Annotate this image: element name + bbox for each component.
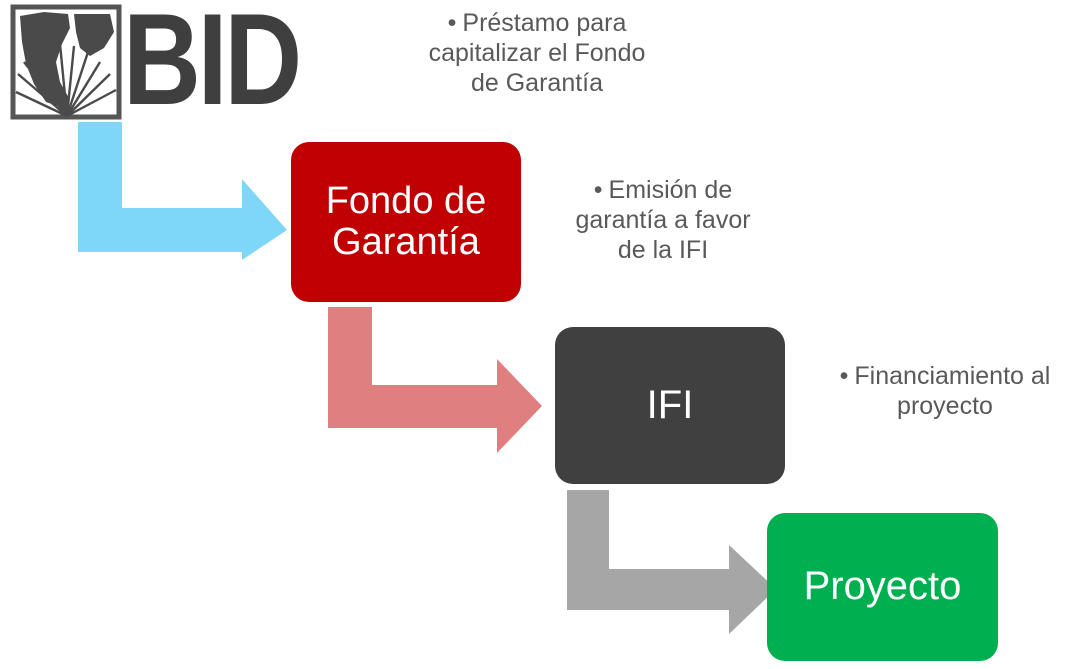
note-financiamiento: •Financiamiento al proyecto — [800, 361, 1086, 421]
node-ifi-label: IFI — [646, 382, 694, 427]
bullet-icon: • — [593, 176, 603, 204]
node-fondo-line-1: Fondo de — [325, 179, 487, 222]
connector-arrow-fondo-to-ifi — [328, 307, 542, 453]
note-2-line-2: garantía a favor — [575, 206, 751, 234]
note-3-line-1: Financiamiento al — [854, 362, 1051, 390]
node-proyecto: Proyecto — [767, 513, 998, 661]
node-ifi: IFI — [555, 327, 785, 484]
note-1-line-2: capitalizar el Fondo — [428, 39, 646, 67]
node-fondo-line-2: Garantía — [332, 221, 480, 263]
bullet-icon: • — [447, 9, 457, 37]
note-3-line-2: proyecto — [897, 392, 993, 420]
connector-arrow-ifi-to-proyecto — [567, 490, 776, 634]
note-emision: •Emisión de garantía a favor de la IFI — [538, 175, 788, 265]
note-prestamo: •Préstamo para capitalizar el Fondo de G… — [372, 8, 702, 98]
connector-arrow-bid-to-fondo — [78, 122, 287, 260]
globe-emblem-icon — [10, 4, 122, 120]
note-2-line-1: Emisión de — [608, 176, 733, 204]
node-fondo-de-garantia: Fondo de Garantía — [291, 142, 521, 302]
bullet-icon: • — [839, 362, 849, 390]
node-proyecto-label: Proyecto — [803, 564, 962, 609]
note-2-line-3: de la IFI — [617, 236, 709, 264]
note-1-line-3: de Garantía — [470, 69, 604, 97]
logo-wordmark: BID — [123, 0, 302, 132]
note-1-line-1: Préstamo para — [462, 9, 627, 37]
bid-logo: BID — [10, 0, 320, 124]
